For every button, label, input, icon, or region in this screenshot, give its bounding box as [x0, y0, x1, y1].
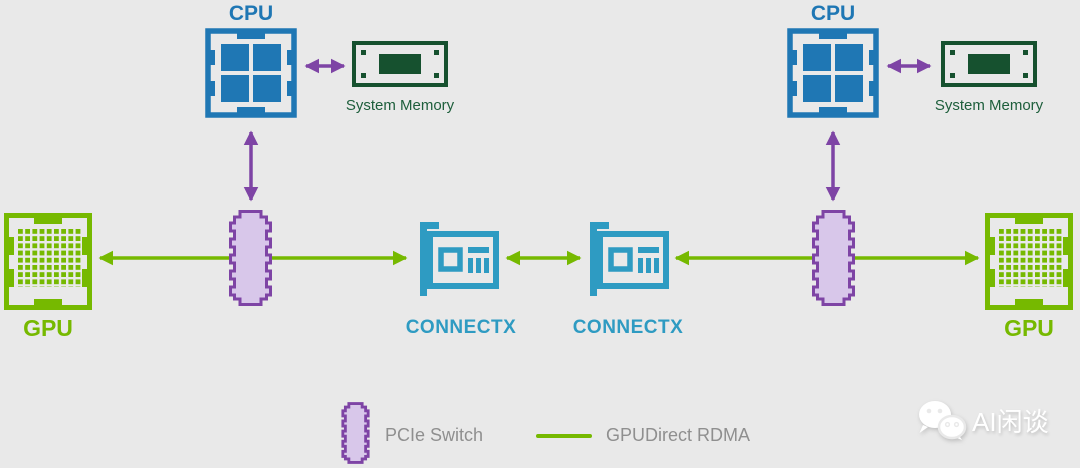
connectx-label-2: CONNECTX — [572, 317, 684, 338]
cpu-icon-left — [205, 28, 297, 118]
connectx-icon-1 — [420, 222, 499, 296]
legend-rdma-label: GPUDirect RDMA — [606, 425, 751, 445]
cpu-label-left: CPU — [228, 2, 274, 25]
wechat-icon — [919, 401, 967, 440]
gpu-label-left: GPU — [23, 315, 73, 341]
system-memory-icon-left — [352, 41, 448, 87]
system-memory-icon-right — [941, 41, 1037, 87]
connectx-icon-2 — [590, 222, 669, 296]
gpu-icon-right — [985, 213, 1073, 310]
gpu-label-right: GPU — [1004, 315, 1054, 341]
legend-pcie-switch-icon — [341, 402, 370, 464]
connectx-label-1: CONNECTX — [405, 317, 517, 338]
cpu-icon-right — [787, 28, 879, 118]
system-memory-label-right: System Memory — [934, 97, 1044, 114]
pcie-switch-icon-left — [229, 210, 272, 306]
system-memory-label-left: System Memory — [345, 97, 455, 114]
cpu-label-right: CPU — [810, 2, 856, 25]
pcie-switch-icon-right — [812, 210, 855, 306]
legend-rdma-line — [536, 434, 592, 438]
legend-pcie-switch-label: PCIe Switch — [385, 425, 484, 445]
gpu-icon-left — [4, 213, 92, 310]
watermark-text: AI闲谈 — [972, 407, 1049, 437]
